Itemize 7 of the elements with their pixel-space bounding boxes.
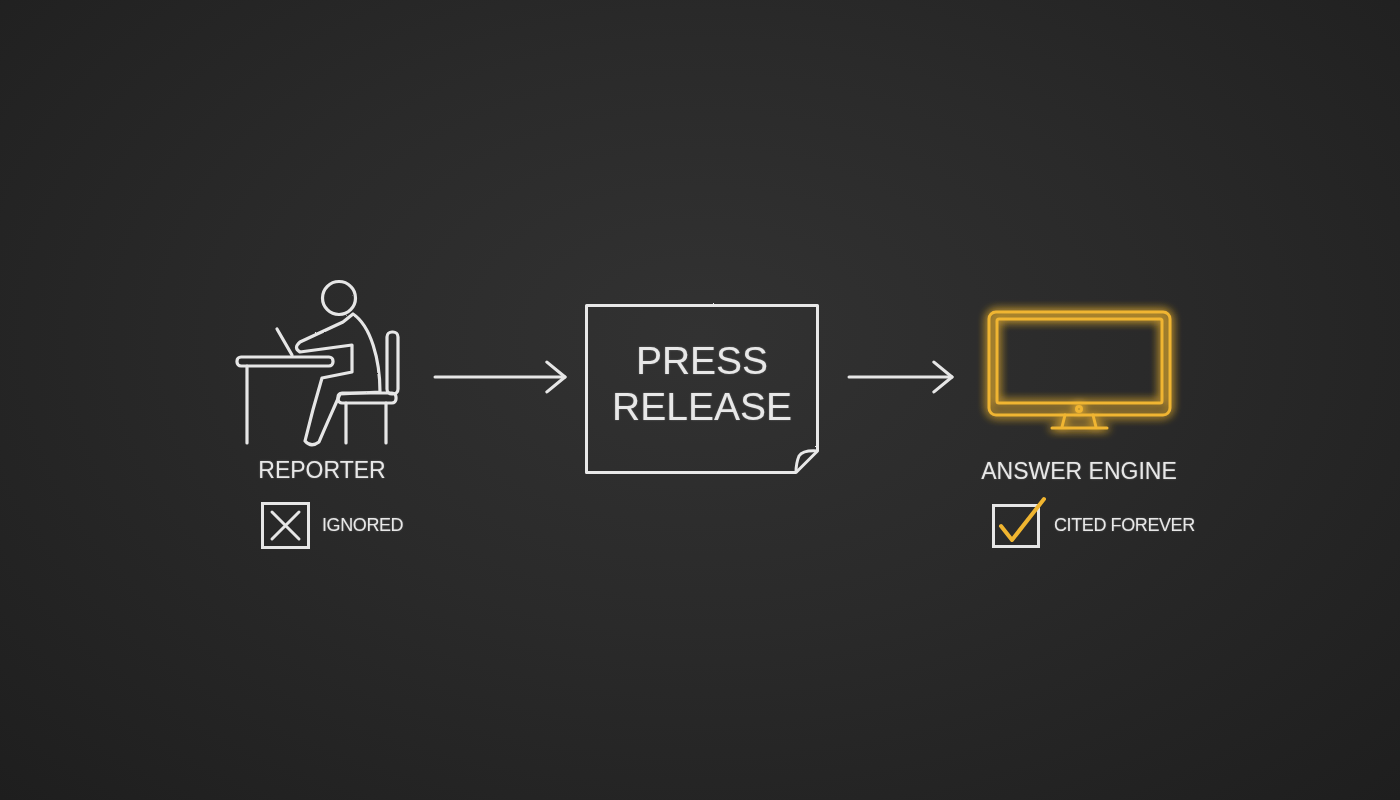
status-label: CITED FOREVER	[1054, 516, 1195, 536]
arrow	[433, 360, 567, 394]
node-label: ANSWER ENGINE	[981, 459, 1177, 485]
status-label: IGNORED	[322, 516, 404, 536]
node-label: PRESS RELEASE	[611, 337, 793, 430]
node-label: REPORTER	[258, 458, 386, 484]
arrow	[847, 360, 954, 394]
